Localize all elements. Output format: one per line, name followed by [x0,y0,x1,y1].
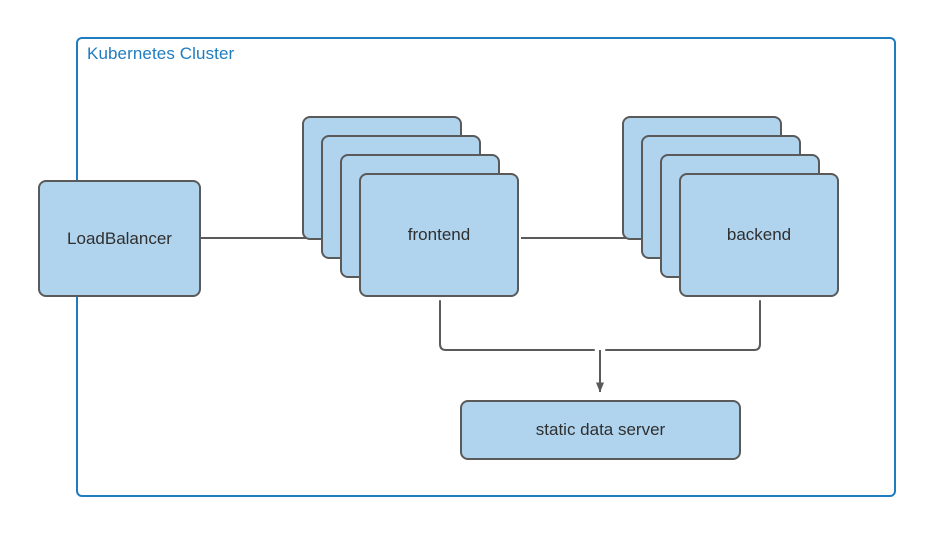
node-frontend-stack[interactable]: frontend [302,116,522,302]
node-frontend[interactable]: frontend [359,173,519,297]
node-frontend-label: frontend [407,225,471,244]
node-backend-stack[interactable]: backend [622,116,842,302]
node-backend-label: backend [726,225,792,244]
node-static-data-server[interactable]: static data server [460,400,741,460]
node-loadbalancer[interactable]: LoadBalancer [38,180,201,297]
node-loadbalancer-label: LoadBalancer [67,228,172,248]
node-static-data-server-label: static data server [535,420,666,439]
kubernetes-cluster-label: Kubernetes Cluster [87,44,235,63]
node-backend[interactable]: backend [679,173,839,297]
